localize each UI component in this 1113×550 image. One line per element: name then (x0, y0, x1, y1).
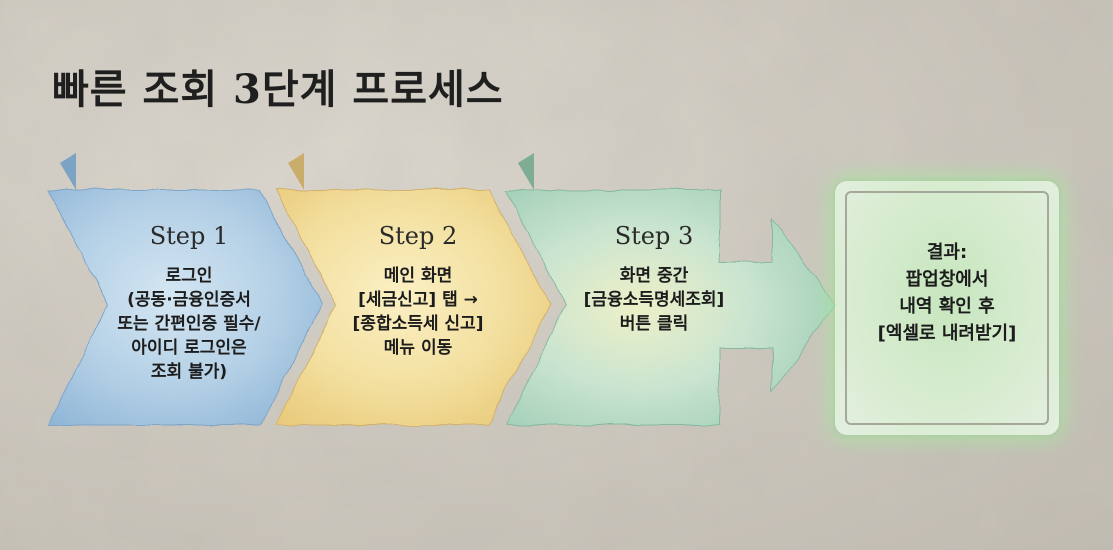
result-box: 결과: 팝업창에서 내역 확인 후 [엑셀로 내려받기] (835, 181, 1059, 435)
page-title: 빠른 조회 3단계 프로세스 (52, 65, 504, 113)
step-2-chevron (275, 153, 551, 426)
step-1-label: Step 1 (149, 222, 229, 250)
step-3-label: Step 3 (614, 222, 694, 250)
step-2: Step 2 메인 화면 [세금신고] 탭 → [종합소득세 신고] 메뉴 이동 (320, 222, 516, 360)
step-3-description: 화면 중간 [금융소득명세조회] 버튼 클릭 (583, 266, 725, 334)
result-text: 결과: 팝업창에서 내역 확인 후 [엑셀로 내려받기] (877, 242, 1017, 344)
step-1: Step 1 로그인 (공동·금융인증서 또는 간편인증 필수/ 아이디 로그인… (96, 222, 282, 384)
step-1-chevron (47, 153, 323, 426)
step-3: Step 3 화면 중간 [금융소득명세조회] 버튼 클릭 (556, 222, 752, 336)
step-2-label: Step 2 (378, 222, 458, 250)
step-1-description: 로그인 (공동·금융인증서 또는 간편인증 필수/ 아이디 로그인은 조회 불가… (117, 266, 261, 382)
step-3-arrow (505, 153, 836, 426)
result-frame (845, 191, 1049, 425)
step-2-description: 메인 화면 [세금신고] 탭 → [종합소득세 신고] 메뉴 이동 (352, 266, 484, 358)
